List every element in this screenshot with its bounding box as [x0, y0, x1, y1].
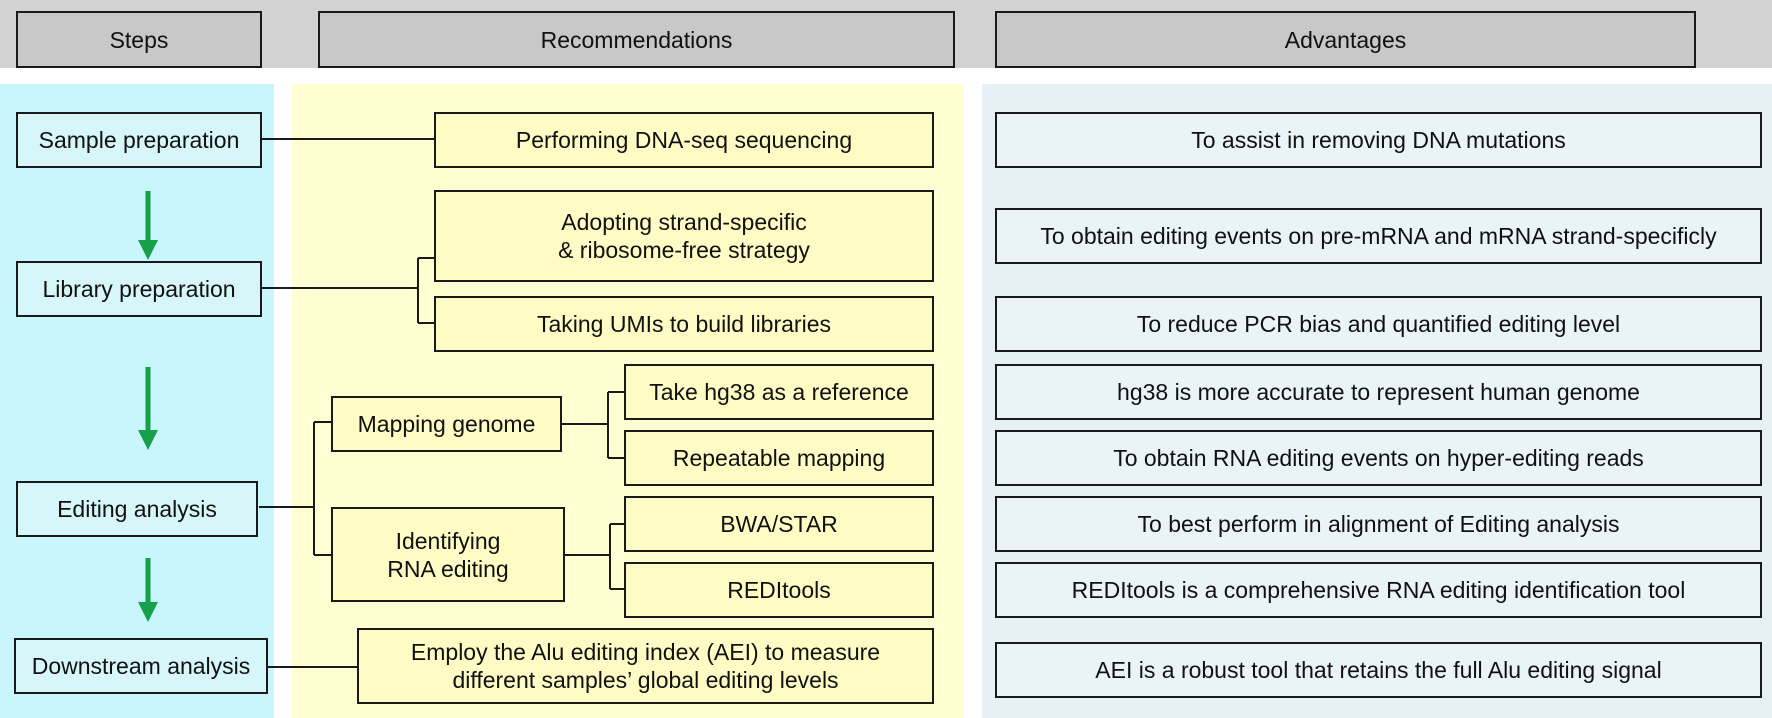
step-library-preparation: Library preparation — [16, 261, 262, 317]
rec-strand-specific: Adopting strand-specific & ribosome-free… — [434, 190, 934, 282]
rec-identifying-rna-editing: Identifying RNA editing — [331, 507, 565, 602]
advantage-7: REDItools is a comprehensive RNA editing… — [995, 562, 1762, 618]
rec-identifying-line2: RNA editing — [387, 555, 509, 582]
step-editing-analysis: Editing analysis — [16, 481, 258, 537]
rec-strand-line1: Adopting strand-specific — [561, 209, 807, 235]
header-recommendations: Recommendations — [318, 11, 955, 68]
advantage-6: To best perform in alignment of Editing … — [995, 496, 1762, 552]
rec-reditools: REDItools — [624, 562, 934, 618]
rec-aei-line1: Employ the Alu editing index (AEI) to me… — [410, 639, 881, 665]
advantage-1: To assist in removing DNA mutations — [995, 112, 1762, 168]
advantage-4: hg38 is more accurate to represent human… — [995, 364, 1762, 420]
rec-hg38-reference: Take hg38 as a reference — [624, 364, 934, 420]
rec-dnaseq: Performing DNA-seq sequencing — [434, 112, 934, 168]
rec-strand-line2: & ribosome-free strategy — [558, 237, 810, 263]
rec-aei: Employ the Alu editing index (AEI) to me… — [357, 628, 934, 704]
advantage-8: AEI is a robust tool that retains the fu… — [995, 642, 1762, 698]
rec-mapping-genome: Mapping genome — [331, 396, 562, 452]
steps-band — [0, 84, 274, 718]
rec-repeatable-mapping: Repeatable mapping — [624, 430, 934, 486]
advantage-3: To reduce PCR bias and quantified editin… — [995, 296, 1762, 352]
header-steps: Steps — [16, 11, 262, 68]
header-advantages: Advantages — [995, 11, 1696, 68]
green-arrows — [138, 191, 158, 622]
advantage-5: To obtain RNA editing events on hyper-ed… — [995, 430, 1762, 486]
advantage-2: To obtain editing events on pre-mRNA and… — [995, 208, 1762, 264]
rec-umis: Taking UMIs to build libraries — [434, 296, 934, 352]
rec-aei-line2: different samples’ global editing levels — [452, 667, 839, 693]
rec-bwa-star: BWA/STAR — [624, 496, 934, 552]
step-downstream-analysis: Downstream analysis — [14, 638, 268, 694]
step-sample-preparation: Sample preparation — [16, 112, 262, 168]
rec-identifying-line1: Identifying — [395, 527, 501, 554]
